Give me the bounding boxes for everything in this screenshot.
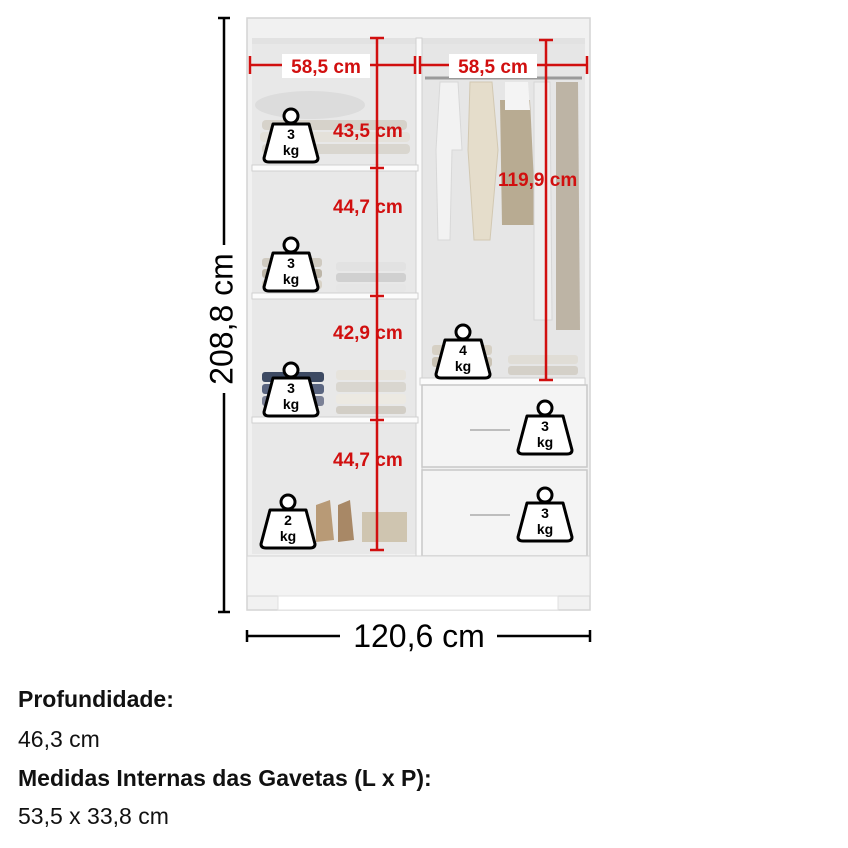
weight-icon-shelf-4: 2 kg xyxy=(259,493,317,550)
svg-text:3: 3 xyxy=(287,380,295,396)
left-width-label: 58,5 cm xyxy=(291,57,361,78)
shelf-4-label: 44,7 cm xyxy=(333,450,403,471)
wardrobe-diagram: 208,8 cm 120,6 cm 58,5 cm 58,5 cm 43,5 c… xyxy=(203,16,592,654)
svg-text:4: 4 xyxy=(459,342,467,358)
svg-text:kg: kg xyxy=(280,528,296,544)
weight-icon-shelf-3: 3 kg xyxy=(262,361,320,418)
svg-text:3: 3 xyxy=(287,255,295,271)
svg-text:kg: kg xyxy=(283,271,299,287)
height-label: 208,8 cm xyxy=(203,253,239,385)
svg-text:2: 2 xyxy=(284,512,292,528)
hanging-label: 119,9 cm xyxy=(498,170,577,191)
shelf-3-label: 42,9 cm xyxy=(333,323,403,344)
svg-text:3: 3 xyxy=(287,126,295,142)
svg-text:kg: kg xyxy=(283,396,299,412)
shelf-1-label: 43,5 cm xyxy=(333,121,403,142)
drawer-measures-value: 53,5 x 33,8 cm xyxy=(18,803,169,829)
svg-text:kg: kg xyxy=(537,434,553,450)
svg-text:3: 3 xyxy=(541,418,549,434)
svg-text:3: 3 xyxy=(541,505,549,521)
internal-measures xyxy=(248,36,589,552)
drawer-measures-label: Medidas Internas das Gavetas (L x P): xyxy=(18,765,432,791)
svg-text:kg: kg xyxy=(283,142,299,158)
weight-icon-shelf-2: 3 kg xyxy=(262,236,320,293)
right-width-label: 58,5 cm xyxy=(458,57,528,78)
shelf-2-label: 44,7 cm xyxy=(333,197,403,218)
svg-text:kg: kg xyxy=(455,358,471,374)
weight-icon-shelf-1: 3 kg xyxy=(262,107,320,164)
depth-value: 46,3 cm xyxy=(18,726,100,752)
weight-icon-drawer-1: 3 kg xyxy=(516,399,574,456)
weight-icon-right-shelf: 4 kg xyxy=(434,323,492,380)
weight-icon-drawer-2: 3 kg xyxy=(516,486,574,543)
width-label: 120,6 cm xyxy=(353,618,485,654)
internal-measure-labels: 58,5 cm 58,5 cm 43,5 cm 44,7 cm 42,9 cm … xyxy=(282,54,577,471)
svg-text:kg: kg xyxy=(537,521,553,537)
depth-label: Profundidade: xyxy=(18,686,174,712)
